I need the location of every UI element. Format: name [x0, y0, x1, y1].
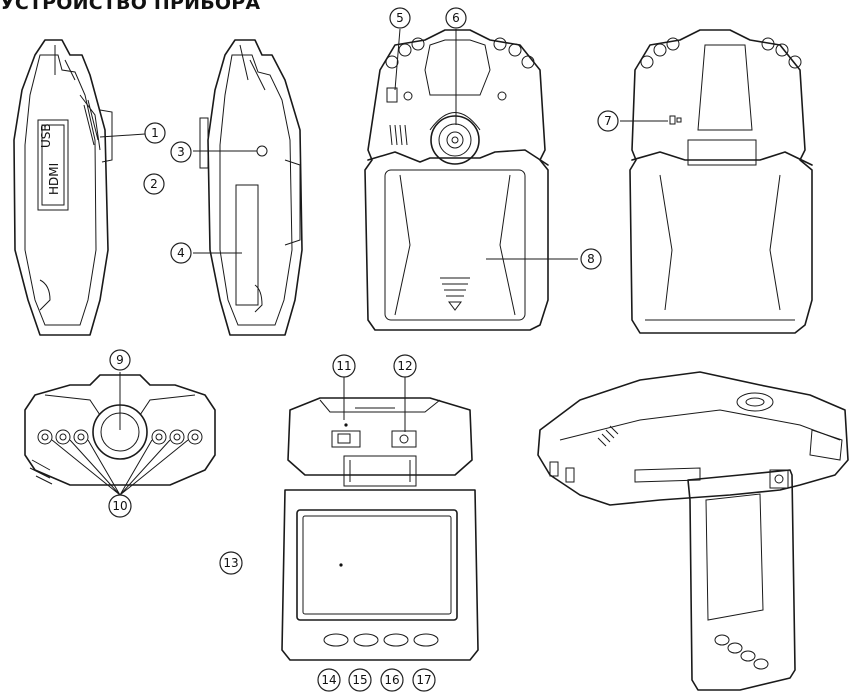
svg-text:13: 13: [223, 556, 238, 570]
callout-2: 2: [143, 173, 165, 195]
leader-lines: [99, 28, 668, 432]
svg-text:16: 16: [384, 673, 399, 687]
svg-text:3: 3: [177, 145, 185, 159]
svg-text:7: 7: [604, 114, 612, 128]
callout-6: 6: [445, 7, 467, 29]
callout-3: 3: [170, 141, 192, 163]
svg-text:15: 15: [352, 673, 367, 687]
svg-text:2: 2: [150, 177, 158, 191]
callout-12: 12: [393, 354, 417, 378]
callout-4: 4: [170, 242, 192, 264]
svg-text:HDMI: HDMI: [47, 163, 61, 195]
page-title: УСТРОЙСТВО ПРИБОРА: [0, 0, 261, 14]
svg-text:6: 6: [452, 11, 460, 25]
svg-text:12: 12: [397, 359, 412, 373]
callout-1: 1: [144, 122, 166, 144]
callout-16: 16: [380, 668, 404, 692]
svg-text:14: 14: [321, 673, 336, 687]
svg-text:9: 9: [116, 353, 124, 367]
svg-text:4: 4: [177, 246, 185, 260]
callout-11: 11: [332, 354, 356, 378]
svg-text:11: 11: [336, 359, 351, 373]
front-view: [24, 374, 216, 496]
side-view-left: USB HDMI: [13, 39, 113, 336]
back-view: [364, 29, 549, 331]
callout-9: 9: [109, 349, 131, 371]
svg-text:5: 5: [396, 11, 404, 25]
svg-text:17: 17: [416, 673, 431, 687]
callout-14: 14: [317, 668, 341, 692]
back-view-plain: [629, 29, 813, 334]
callout-8: 8: [580, 248, 602, 270]
callout-10: 10: [108, 494, 132, 518]
top-view-screen: [281, 397, 479, 661]
callout-15: 15: [348, 668, 372, 692]
callout-5: 5: [389, 7, 411, 29]
side-view-right: [199, 39, 303, 336]
svg-text:8: 8: [587, 252, 595, 266]
perspective-view: [537, 371, 849, 691]
svg-text:10: 10: [112, 499, 127, 513]
svg-text:USB: USB: [39, 123, 53, 148]
callout-7: 7: [597, 110, 619, 132]
callout-13: 13: [219, 551, 243, 575]
callout-17: 17: [412, 668, 436, 692]
svg-text:1: 1: [151, 126, 159, 140]
